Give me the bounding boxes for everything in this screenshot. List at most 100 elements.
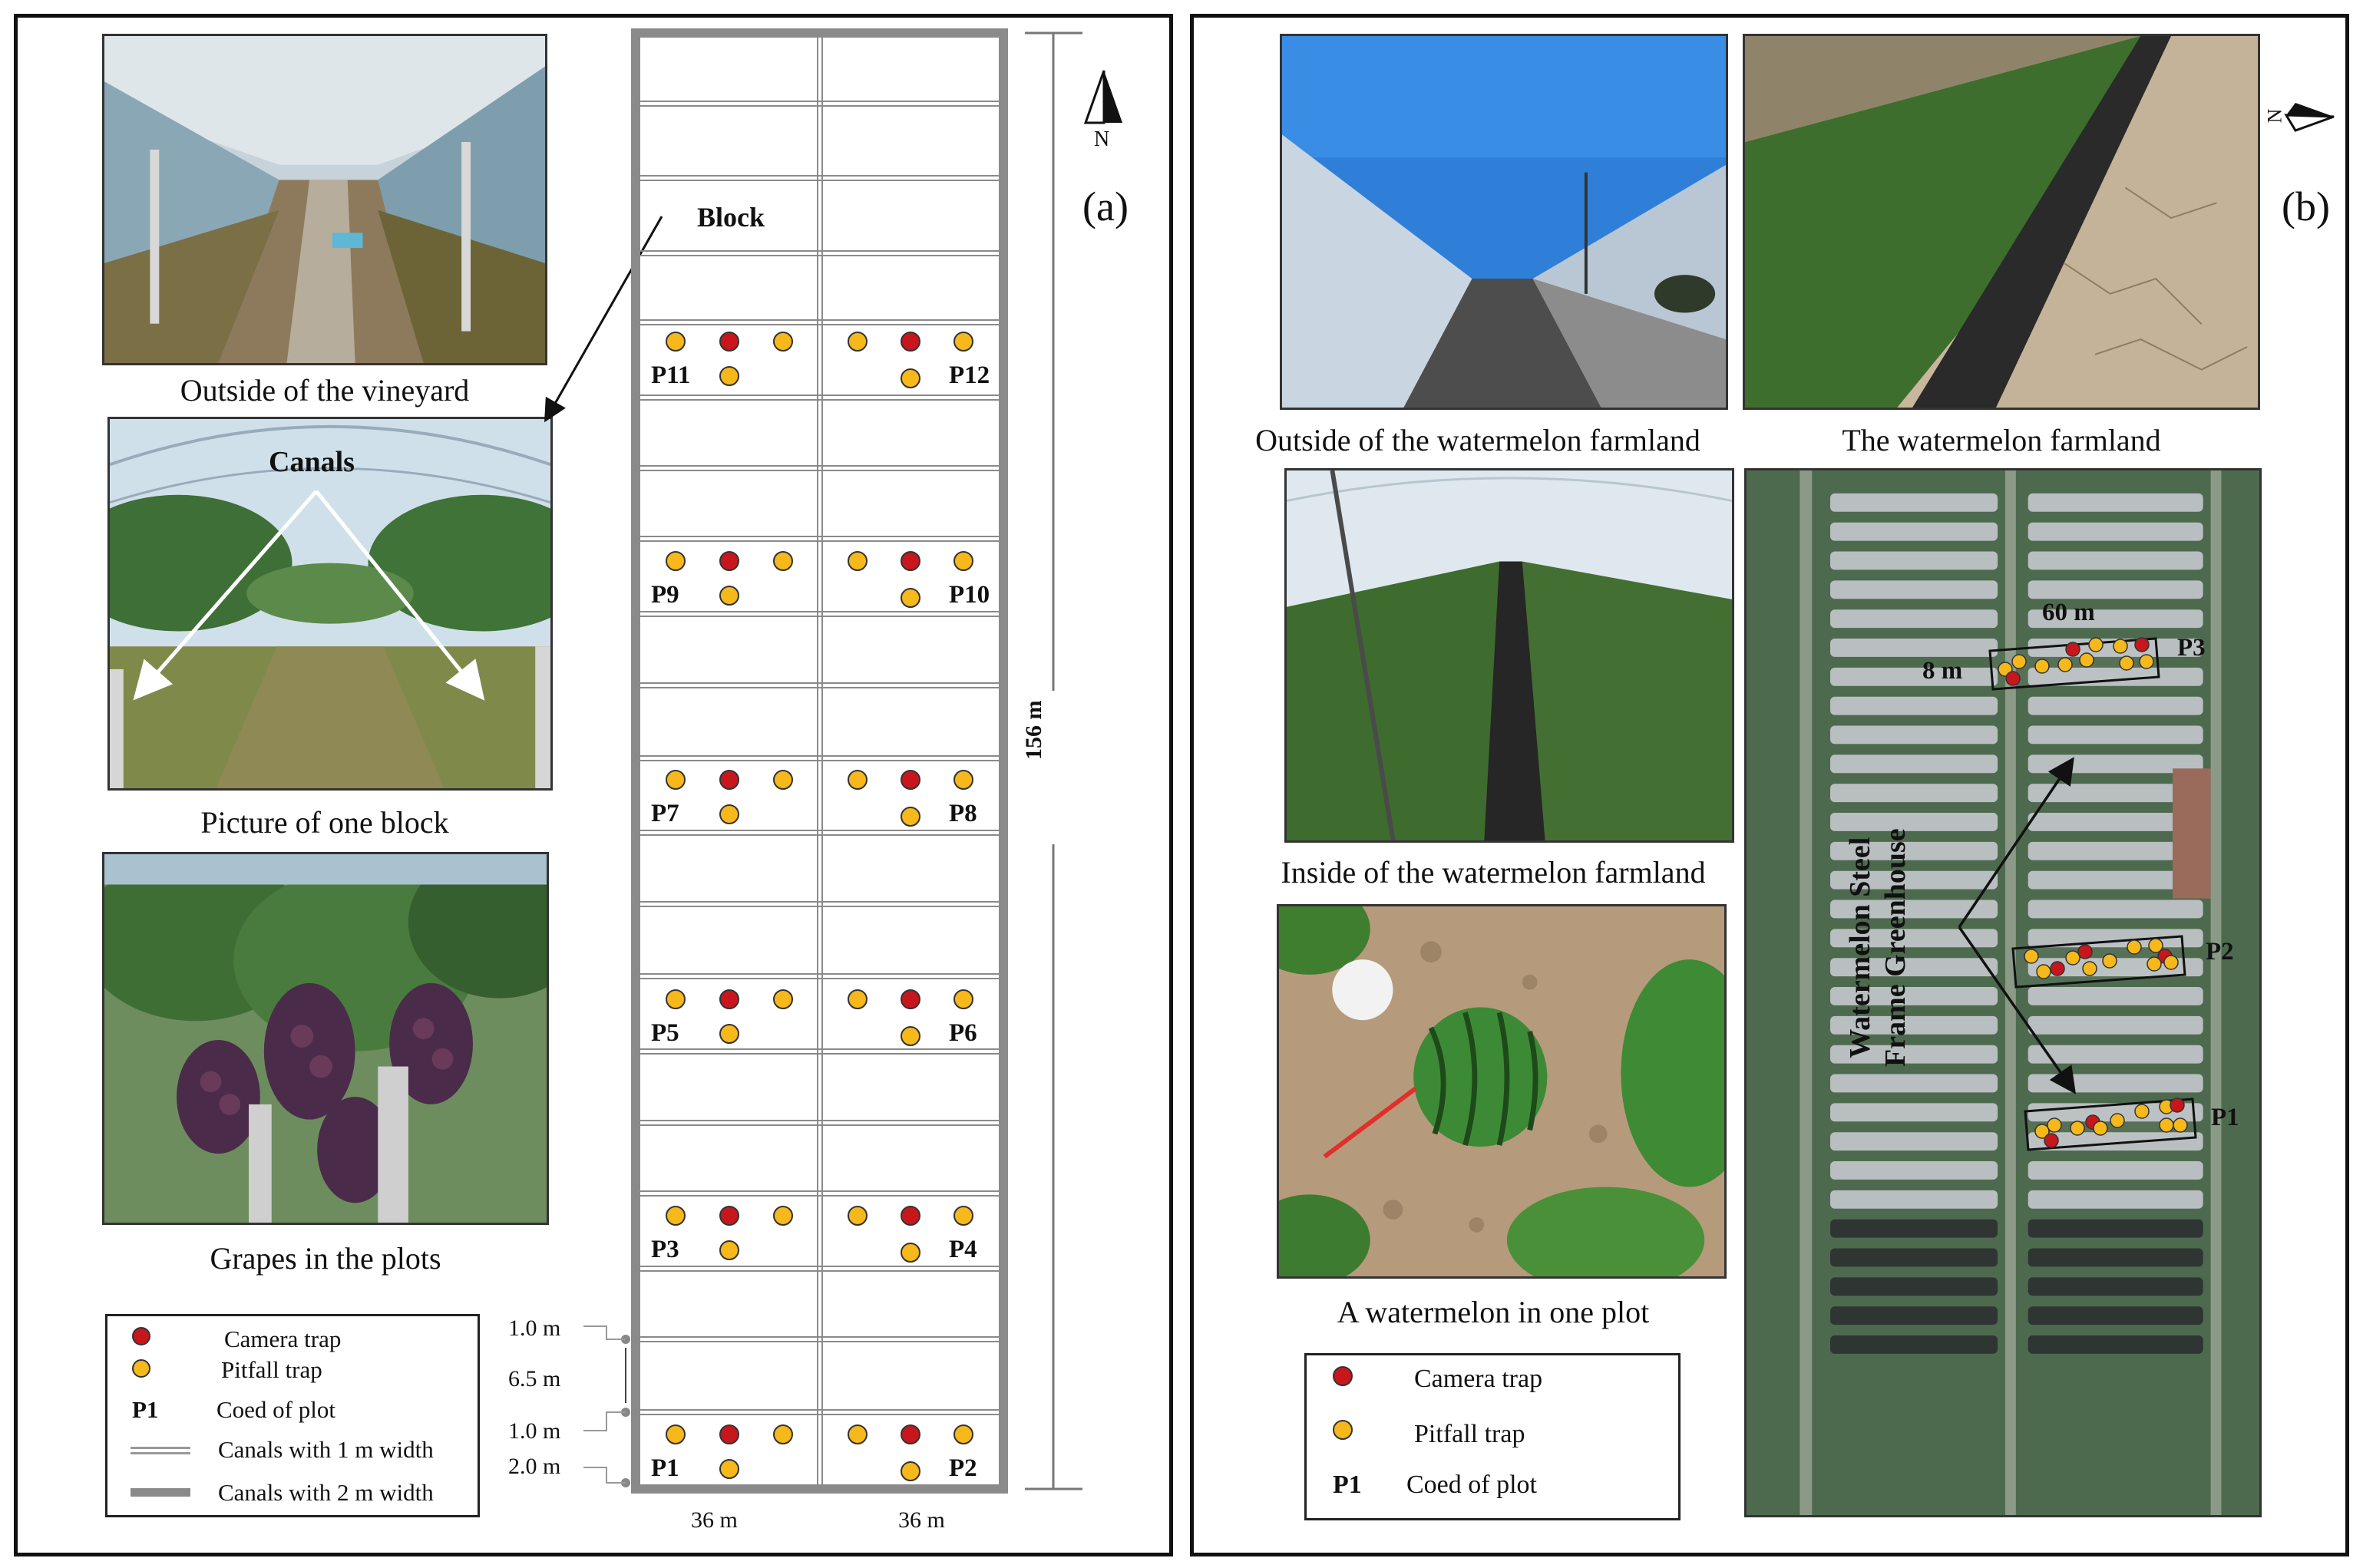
pitfall-trap-dot — [2173, 1117, 2188, 1133]
camera-trap-dot — [901, 1424, 920, 1444]
greenhouse-strip — [2028, 1190, 2203, 1209]
plot-label-p3: P3 — [651, 1236, 679, 1263]
pitfall-trap-dot — [666, 551, 686, 571]
greenhouse-strip — [2028, 1248, 2203, 1267]
pitfall-trap-dot — [2102, 953, 2117, 969]
spacing-label-4: 2.0 m — [508, 1454, 561, 1479]
pitfall-trap-dot — [2070, 1121, 2085, 1136]
greenhouse-strip — [2028, 1335, 2203, 1354]
greenhouse-strip — [1830, 1161, 1998, 1180]
greenhouse-strip — [2028, 813, 2203, 831]
pitfall-trap-dot — [2147, 956, 2162, 972]
greenhouse-strip — [1830, 841, 1998, 860]
greenhouse-strip — [1830, 900, 1998, 919]
map-plot-label-p2: P2 — [2206, 938, 2234, 966]
pitfall-trap-dot — [901, 1461, 920, 1481]
greenhouse-strip — [1830, 1074, 1998, 1093]
camera-trap-dot — [2134, 637, 2150, 652]
pitfall-trap-dot — [2119, 655, 2134, 671]
plot-label-p1: P1 — [651, 1454, 679, 1482]
pitfall-trap-dot — [719, 366, 739, 386]
plot-label-p9: P9 — [651, 581, 679, 609]
pitfall-trap-dot — [2034, 1124, 2050, 1139]
one-block-photo — [107, 417, 553, 791]
greenhouse-label: Watermelon Steel Frame Greenhouse — [1842, 828, 1913, 1067]
legend-canal1-label: Canals with 1 m width — [218, 1436, 434, 1463]
legend-camera-label: Camera trap — [224, 1325, 342, 1352]
spacing-label-3: 1.0 m — [508, 1418, 561, 1444]
width-label-right: 36 m — [898, 1507, 945, 1533]
watermelon-outside-photo — [1280, 34, 1728, 410]
spacing-leader — [583, 1411, 626, 1431]
greenhouse-strip — [1830, 639, 1998, 657]
camera-trap-dot — [719, 1424, 739, 1444]
map-length-label: 60 m — [2042, 599, 2095, 626]
plot-label-p2: P2 — [949, 1454, 977, 1482]
legend-b-code-symbol: P1 — [1333, 1471, 1362, 1499]
watermelon-inside-photo — [1284, 468, 1734, 843]
pitfall-trap-dot — [666, 332, 686, 352]
spacing-leader — [583, 1325, 626, 1340]
greenhouse-strip — [2028, 987, 2203, 1005]
greenhouse-strip — [2028, 725, 2203, 744]
greenhouse-strip — [1830, 1045, 1998, 1064]
plot-label-p6: P6 — [949, 1019, 977, 1047]
pitfall-trap-dot — [848, 551, 868, 571]
watermelon-outside-caption: Outside of the watermelon farmland — [1255, 423, 1700, 457]
greenhouse-strip — [2028, 1015, 2203, 1035]
panel-a-overlay — [133, 216, 663, 701]
legend-b-pitfall-label: Pitfall trap — [1414, 1420, 1525, 1448]
greenhouse-strip — [2028, 1045, 2203, 1064]
pitfall-trap-dot — [2034, 659, 2050, 674]
legend-b-camera-dot — [1333, 1366, 1353, 1386]
greenhouse-strip — [1830, 667, 1998, 686]
legend-b-camera-label: Camera trap — [1414, 1365, 1543, 1393]
pitfall-trap-dot — [719, 1024, 739, 1044]
camera-trap-dot — [901, 332, 920, 352]
camera-trap-dot — [719, 770, 739, 790]
plot-label-p5: P5 — [651, 1019, 679, 1047]
pitfall-trap-dot — [666, 770, 686, 790]
greenhouse-strip — [1830, 493, 1998, 512]
camera-trap-dot — [2170, 1098, 2185, 1113]
greenhouse-strip — [2028, 609, 2203, 629]
greenhouse-strip — [1830, 580, 1998, 599]
legend-canal1-line — [131, 1447, 190, 1454]
map-width-label: 8 m — [1922, 657, 1963, 685]
watermelon-farmland-caption: The watermelon farmland — [1842, 423, 2161, 457]
map-plot-label-p3: P3 — [2177, 634, 2206, 662]
watermelon-plot-caption: A watermelon in one plot — [1337, 1295, 1650, 1329]
watermelon-plot-photo — [1277, 904, 1727, 1279]
camera-trap-dot — [901, 989, 920, 1009]
pitfall-trap-dot — [2079, 652, 2094, 668]
grapes-caption: Grapes in the plots — [210, 1241, 441, 1276]
pitfall-trap-dot — [719, 804, 739, 824]
plot-label-p8: P8 — [949, 800, 977, 827]
one-block-caption: Picture of one block — [200, 805, 449, 840]
pitfall-trap-dot — [773, 1206, 793, 1226]
camera-trap-dot — [719, 551, 739, 571]
greenhouse-strip — [2028, 493, 2203, 512]
pitfall-trap-dot — [848, 1206, 868, 1226]
pitfall-trap-dot — [666, 1424, 686, 1444]
greenhouse-strip — [2028, 1161, 2203, 1180]
map-plot-box — [2024, 1098, 2197, 1151]
plot-label-p7: P7 — [651, 800, 679, 827]
pitfall-trap-dot — [848, 332, 868, 352]
pitfall-trap-dot — [773, 989, 793, 1009]
pitfall-trap-dot — [953, 332, 973, 352]
pitfall-trap-dot — [2148, 938, 2163, 953]
panel-a-label: (a) — [1082, 183, 1129, 229]
camera-trap-dot — [2050, 961, 2065, 976]
map-arrow-down — [1958, 926, 2077, 1094]
north-arrow-icon-b — [2284, 114, 2335, 132]
greenhouse-strip — [1830, 1335, 1998, 1354]
canals-label: Canals — [269, 446, 355, 478]
pitfall-trap-dot — [2088, 637, 2104, 652]
pitfall-trap-dot — [773, 770, 793, 790]
north-arrow-icon — [1083, 70, 1105, 124]
legend-pitfall-label: Pitfall trap — [221, 1356, 322, 1383]
greenhouse-strip — [2028, 870, 2203, 890]
panel-b-label: (b) — [2282, 183, 2330, 229]
